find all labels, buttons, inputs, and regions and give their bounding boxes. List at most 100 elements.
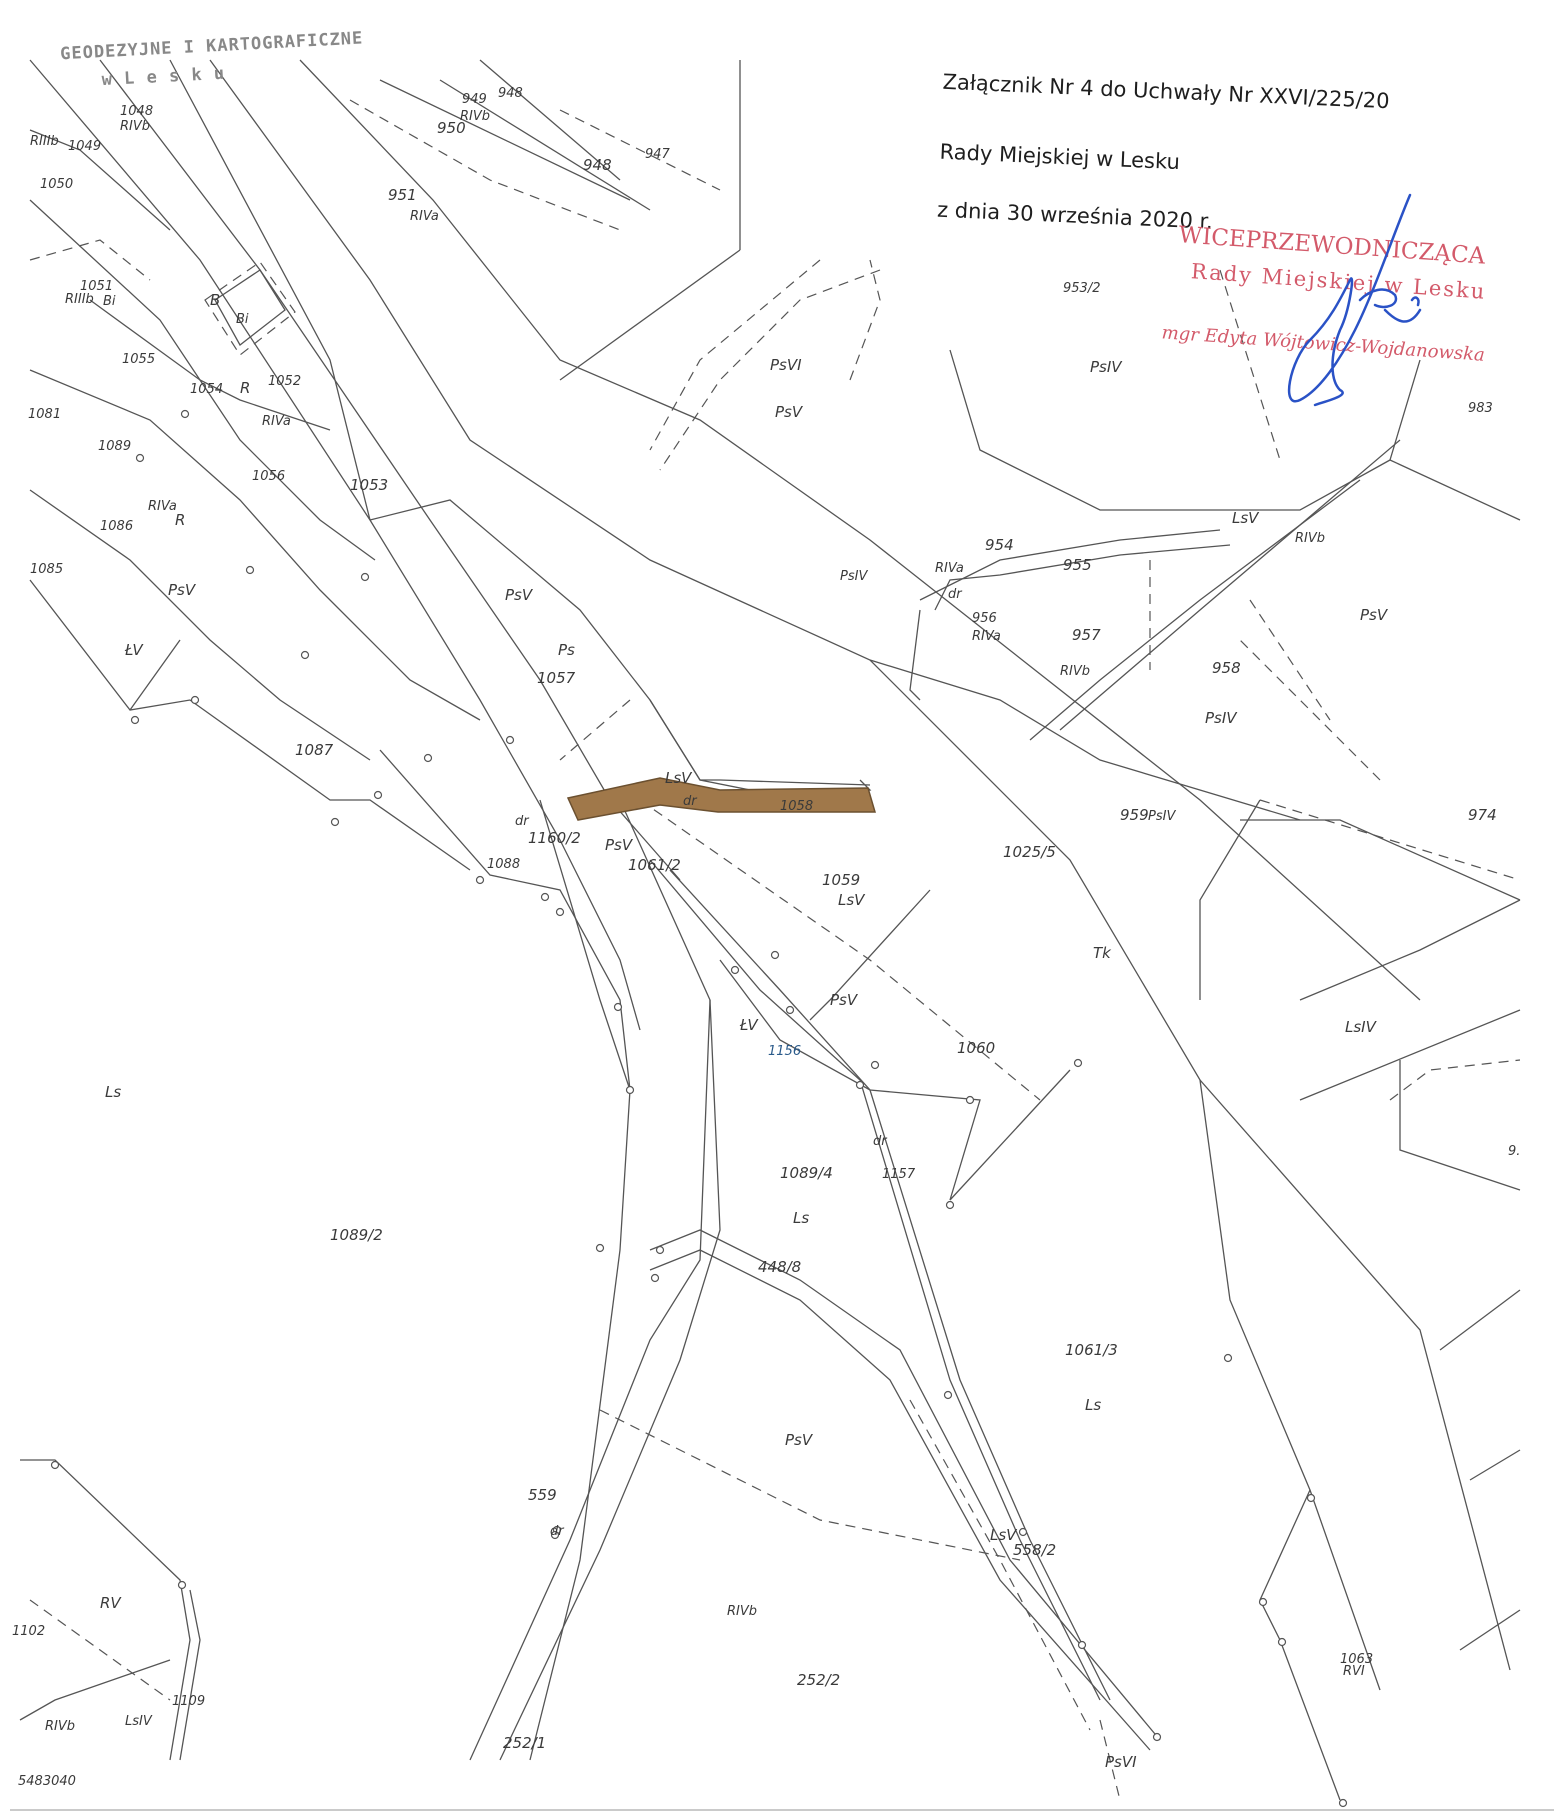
- stamp-office-line1: GEODEZYJNE I KARTOGRAFICZNE: [60, 28, 364, 64]
- parcel-label-1057: 1057: [537, 669, 576, 687]
- dashed-line: [639, 799, 1041, 1101]
- landuse-label: R: [175, 511, 185, 529]
- landuse-label: B: [210, 291, 220, 309]
- landuse-label: PsV: [605, 836, 634, 854]
- survey-point: [770, 950, 780, 960]
- parcel-label-1089-2: 1089/2: [330, 1226, 383, 1244]
- parcel-1055-line: [89, 299, 331, 431]
- landuse-label: RIVb: [1295, 531, 1325, 546]
- dashed-line: [1389, 1059, 1521, 1101]
- parcel-951-line: [479, 59, 621, 181]
- header-line3: z dnia 30 września 2020 r.: [937, 198, 1214, 234]
- landuse-label: ŁV: [124, 641, 144, 659]
- landuse-label: Tk: [1093, 944, 1112, 962]
- dashed-line: [1259, 799, 1521, 881]
- landuse-label: Bi: [236, 312, 249, 327]
- dashed-line: [659, 269, 881, 471]
- parcel-label-983: 983: [1468, 401, 1493, 416]
- survey-point: [1306, 1493, 1316, 1503]
- road-559-inner: [499, 999, 721, 1761]
- landuse-label: RIVb: [460, 109, 490, 124]
- parcel-954-road-s2: [934, 544, 1231, 611]
- dashed-line: [1099, 1719, 1121, 1801]
- land-use-labels: RIVb RIVa RIIIb RIVb RIIIb Bi B Bi R RIV…: [30, 109, 1389, 1771]
- dashed-line: [599, 1409, 1021, 1561]
- survey-point: [423, 753, 433, 763]
- parcel-983-line: [1389, 459, 1521, 521]
- survey-point: [855, 1080, 865, 1090]
- parcel-950-line: [379, 79, 631, 201]
- survey-point: [595, 1243, 605, 1253]
- landuse-label: RIVa: [410, 209, 439, 224]
- parcel-label-1087: 1087: [295, 741, 334, 759]
- parcel-label-1051: 1051: [80, 279, 113, 294]
- parcel-959-line: [1199, 799, 1261, 1000]
- dashed-line: [29, 239, 151, 281]
- landuse-label: RIVa: [148, 499, 177, 514]
- parcel-1109-line: [19, 1659, 171, 1721]
- landuse-label: Ls: [105, 1083, 121, 1101]
- land-use-boundaries: [29, 99, 1521, 1801]
- building-outline: [204, 261, 296, 356]
- parcel-953-2-line: [949, 349, 1421, 511]
- survey-point: [130, 715, 140, 725]
- approval-stamp: WICEPRZEWODNICZĄCA Rady Miejskiej w Lesk…: [1161, 222, 1487, 366]
- survey-point: [540, 892, 550, 902]
- landuse-label: RIVa: [262, 414, 291, 429]
- survey-point: [870, 1060, 880, 1070]
- survey-point: [330, 817, 340, 827]
- parcel-label-1061-2: 1061/2: [628, 856, 681, 874]
- parcel-label-949: 949: [462, 92, 487, 107]
- survey-point: [475, 875, 485, 885]
- road-1160-2-west: [529, 799, 631, 1761]
- landuse-label: PsVI: [770, 356, 802, 374]
- landuse-label: PsV: [168, 581, 197, 599]
- landuse-label: LsV: [990, 1526, 1018, 1544]
- parcel-label-955: 955: [1063, 556, 1092, 574]
- parcel-957-line: [1029, 479, 1361, 741]
- landuse-label: LsV: [838, 891, 866, 909]
- landuse-label: dr: [683, 794, 698, 809]
- parcel-1085-line: [29, 579, 471, 871]
- survey-point: [655, 1245, 665, 1255]
- road-448-8-north: [649, 1229, 1161, 1741]
- parcel-labels: 949 948 947 950 951 948 1048 1049 1050 1…: [12, 86, 1520, 1752]
- parcel-1156-outline: [719, 959, 981, 1201]
- road-1157-west: [649, 859, 1101, 1701]
- parcel-label-1085: 1085: [30, 562, 63, 577]
- landuse-label: RIIIb: [30, 134, 59, 149]
- parcel-1053-west: [169, 59, 371, 521]
- landuse-label: PsIV: [1148, 809, 1176, 824]
- survey-point: [373, 790, 383, 800]
- building-footprint-outer: [204, 261, 296, 356]
- parcel-LsIV-line: [1299, 899, 1521, 1001]
- landuse-label: R: [240, 379, 250, 397]
- parcel-1087-line: [129, 639, 181, 711]
- parcel-label-1081: 1081: [28, 407, 61, 422]
- parcel-label-1063: 1063: [1340, 1652, 1373, 1667]
- parcel-label-1055: 1055: [122, 352, 155, 367]
- survey-point: [1338, 1798, 1348, 1808]
- landuse-label: PsIV: [1090, 358, 1123, 376]
- parcel-label-958: 958: [1212, 659, 1241, 677]
- dashed-line: [649, 259, 821, 451]
- landuse-label: RIIIb: [65, 292, 94, 307]
- road-boundary-north: [299, 59, 1421, 1001]
- parcel-label-954: 954: [985, 536, 1014, 554]
- stamp-name: mgr Edyta Wójtowicz-Wojdanowska: [1161, 322, 1485, 366]
- landuse-label: RIVb: [45, 1719, 75, 1734]
- survey-point: [650, 1273, 660, 1283]
- landuse-label: PsV: [775, 403, 804, 421]
- parcel-1063-outline: [1259, 1489, 1341, 1801]
- parcel-label-1058: 1058: [780, 799, 813, 814]
- parcel-958-line: [1059, 439, 1401, 731]
- landuse-label: RV: [100, 1594, 122, 1612]
- parcel-label-948a: 948: [498, 86, 523, 101]
- landuse-label: LsV: [665, 769, 693, 787]
- survey-point: [177, 1580, 187, 1590]
- highlighted-parcel-1058[interactable]: [566, 777, 876, 821]
- survey-point: [965, 1095, 975, 1105]
- parcel-label-1156: 1156: [768, 1044, 801, 1059]
- parcel-label-1054: 1054: [190, 382, 223, 397]
